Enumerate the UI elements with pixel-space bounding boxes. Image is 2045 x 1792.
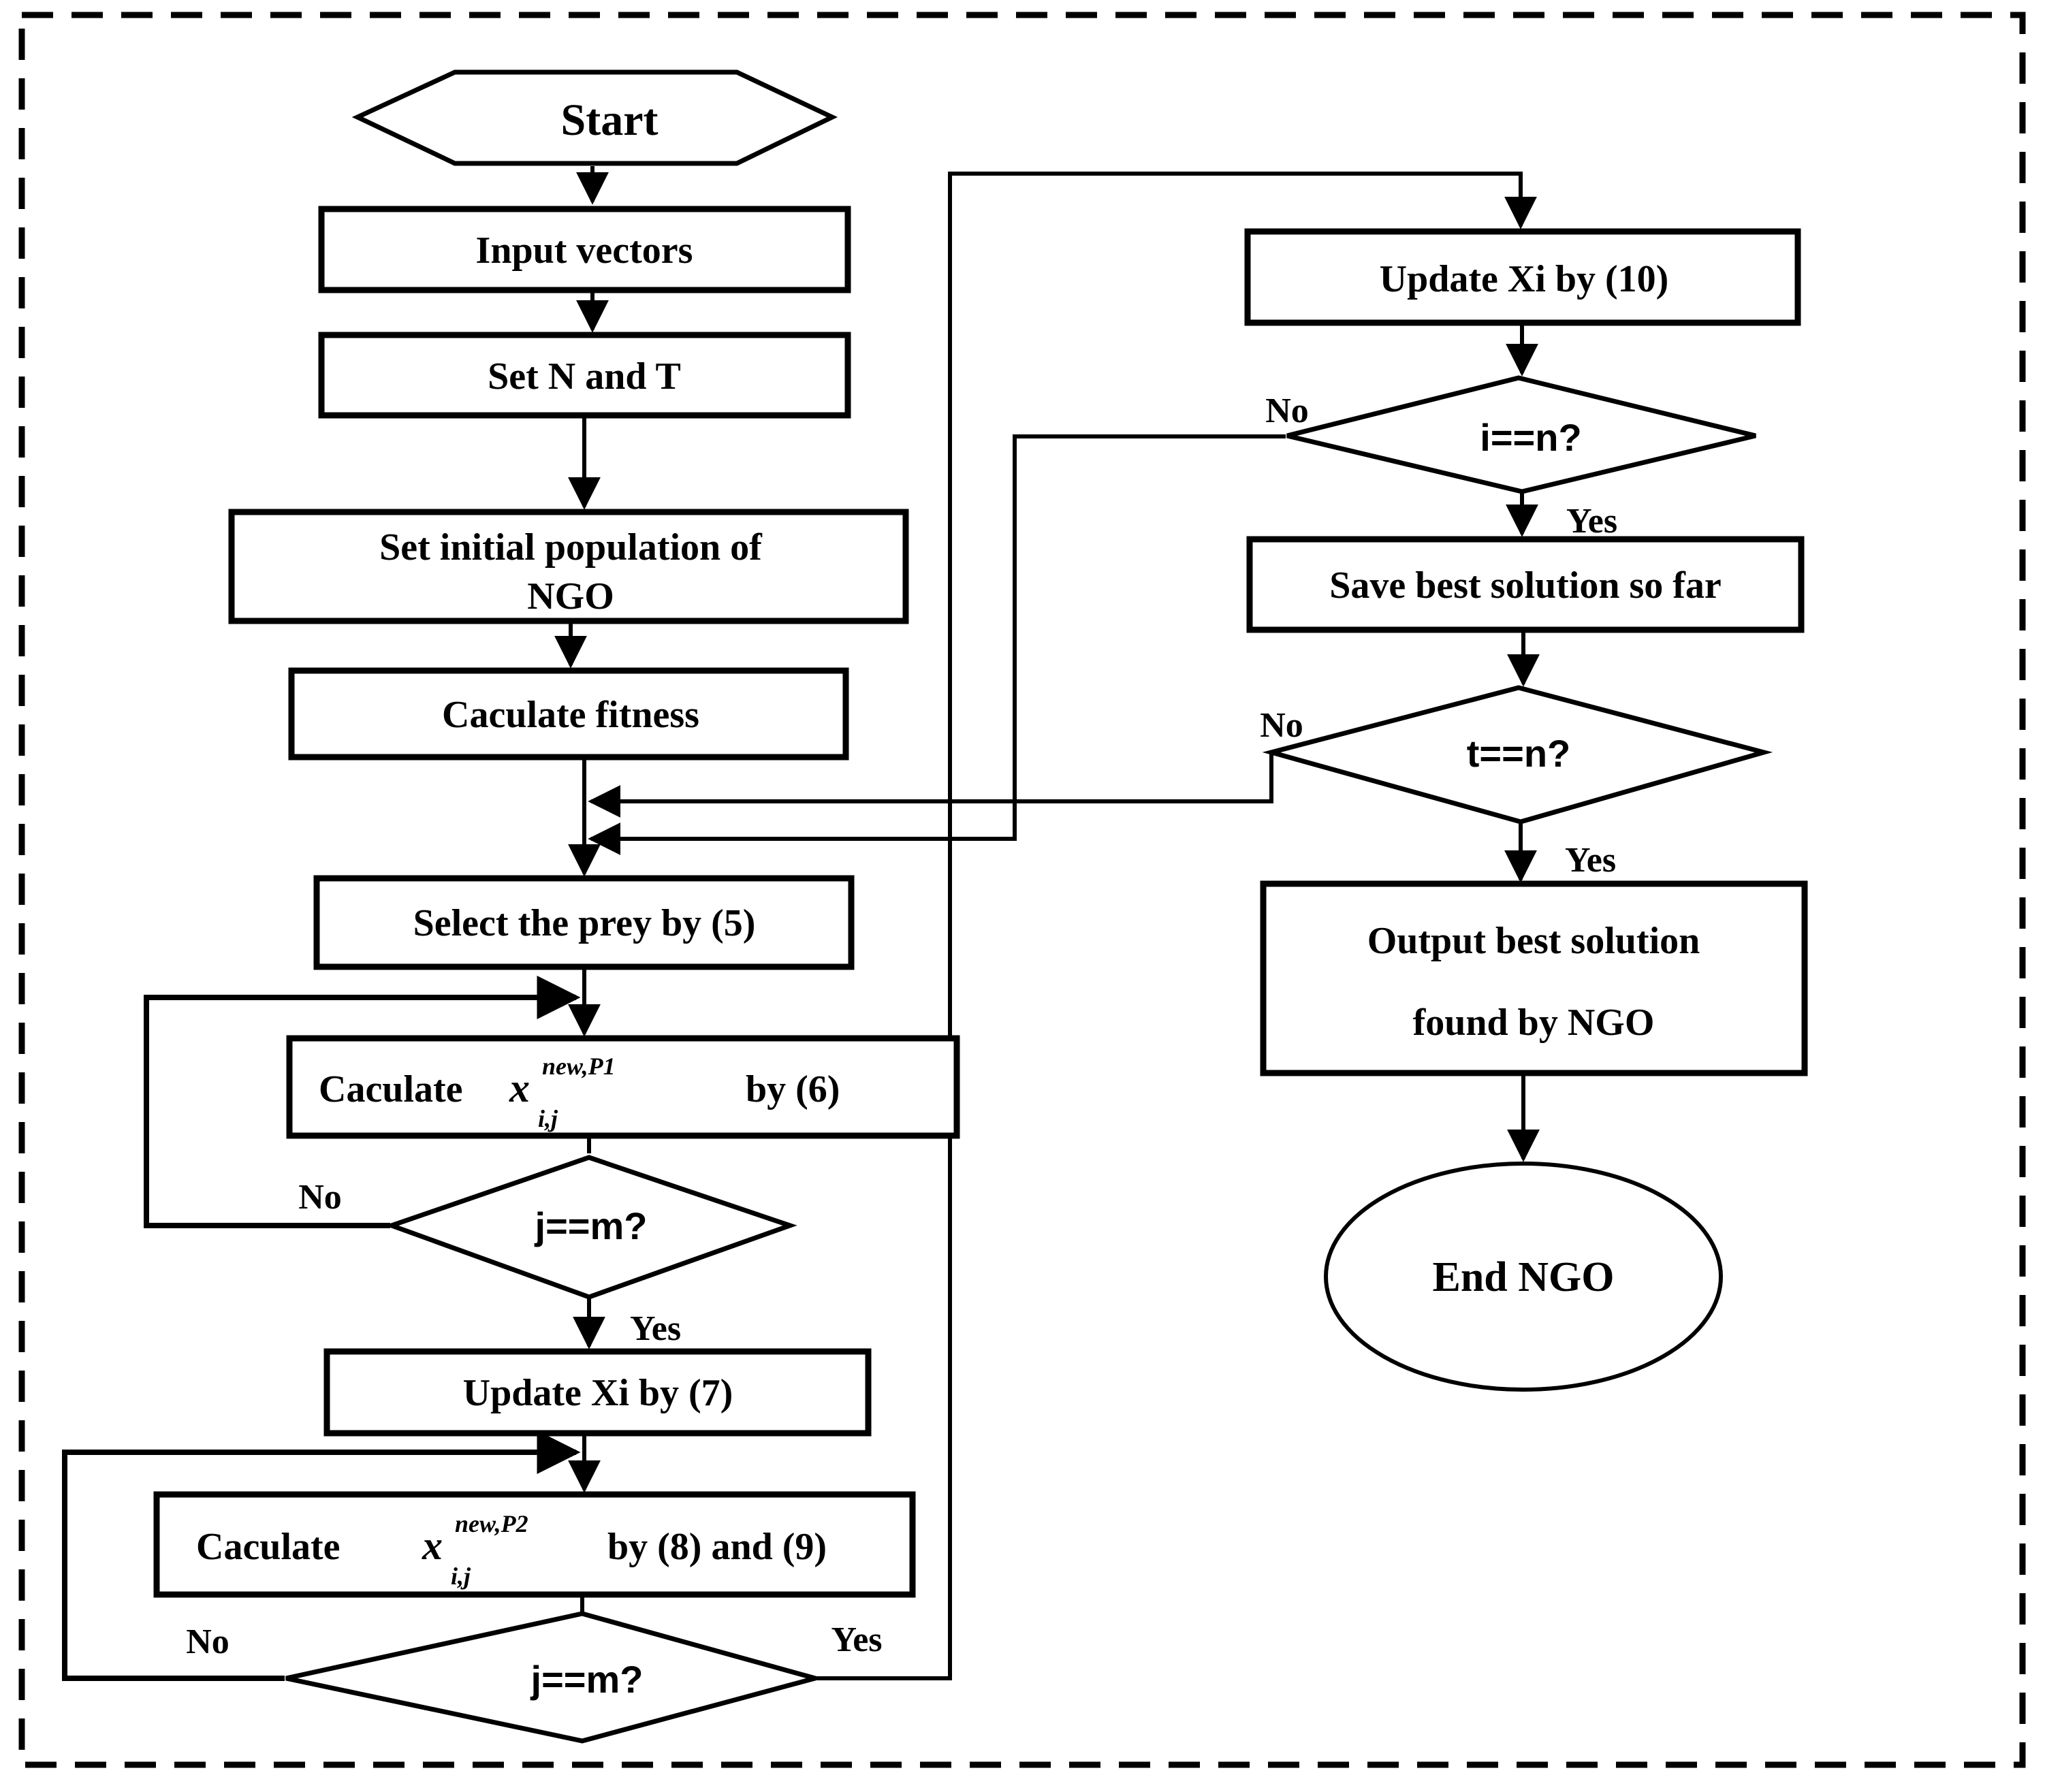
decision-jm1-label: j==m? xyxy=(535,1204,648,1247)
calc-p2-var: x xyxy=(422,1523,443,1568)
end-ngo-node xyxy=(1324,1162,1723,1392)
calc-p1-sup: new,P1 xyxy=(542,1053,616,1080)
calc-p1-sub: i,j xyxy=(538,1105,558,1132)
decision-jm2-node xyxy=(285,1611,825,1744)
set-initial-population-node xyxy=(228,509,909,624)
save-best-label: Save best solution so far xyxy=(1329,564,1722,607)
calc-p2-prefix: Caculate xyxy=(196,1526,340,1568)
calculate-fitness-node xyxy=(288,667,849,761)
in-yes-label: Yes xyxy=(1566,502,1617,541)
update-xi-10-label: Update Xi by (10) xyxy=(1380,258,1669,300)
edge-jm2-yes xyxy=(817,172,1537,1680)
set-n-t-node xyxy=(318,332,851,419)
tn-yes-label: Yes xyxy=(1565,841,1616,880)
calc-p2-suffix: by (8) and (9) xyxy=(607,1526,827,1568)
jm1-yes-label: Yes xyxy=(630,1309,681,1348)
calc-p1-prefix: Caculate xyxy=(319,1068,463,1110)
output-best-line1: Output best solution xyxy=(1367,920,1700,962)
jm2-yes-label: Yes xyxy=(831,1620,882,1659)
set-n-t-label: Set N and T xyxy=(488,355,681,398)
decision-jm2-label: j==m? xyxy=(530,1658,644,1701)
decision-in-label: i==n? xyxy=(1480,416,1581,459)
set-initial-population-line1: Set initial population of xyxy=(379,526,763,569)
in-no-label: No xyxy=(1265,391,1309,430)
connectors xyxy=(62,166,1540,1681)
input-vectors-node xyxy=(318,206,851,293)
update-xi-7-node xyxy=(323,1348,872,1437)
tn-no-label: No xyxy=(1260,706,1303,745)
input-vectors-label: Input vectors xyxy=(476,229,693,272)
decision-tn-node xyxy=(1262,685,1773,825)
calc-p1-var: x xyxy=(509,1066,530,1110)
jm1-no-label: No xyxy=(298,1178,342,1217)
select-prey-node xyxy=(313,875,855,970)
set-initial-population-line2: NGO xyxy=(527,575,614,618)
output-best-node xyxy=(1260,880,1808,1076)
jm2-no-label: No xyxy=(186,1622,229,1661)
calc-p2-node xyxy=(153,1491,916,1598)
calc-p1-suffix: by (6) xyxy=(746,1068,840,1110)
select-prey-label: Select the prey by (5) xyxy=(413,902,756,944)
calc-p2-sup: new,P2 xyxy=(455,1510,528,1537)
start-label: Start xyxy=(561,95,659,145)
output-best-line2: found by NGO xyxy=(1413,1002,1655,1044)
dashed-border xyxy=(18,12,2026,1768)
edge-jm2-no-loop xyxy=(62,1430,581,1681)
edge-tn-no-loop xyxy=(588,754,1273,818)
update-xi-7-label: Update Xi by (7) xyxy=(463,1372,733,1414)
update-xi-10-node xyxy=(1244,228,1801,326)
decision-tn-label: t==n? xyxy=(1467,732,1570,775)
calculate-fitness-label: Caculate fitness xyxy=(442,694,699,736)
decision-in-node xyxy=(1286,375,1756,494)
decision-jm1-node xyxy=(384,1155,797,1300)
calc-p1-node xyxy=(286,1035,960,1139)
save-best-node xyxy=(1246,536,1805,633)
calc-p2-sub: i,j xyxy=(451,1563,471,1590)
start-node xyxy=(351,69,838,166)
end-ngo-label: End NGO xyxy=(1432,1254,1614,1300)
edge-in-no-loop xyxy=(588,434,1286,855)
edge-jm1-no-loop xyxy=(144,976,581,1228)
